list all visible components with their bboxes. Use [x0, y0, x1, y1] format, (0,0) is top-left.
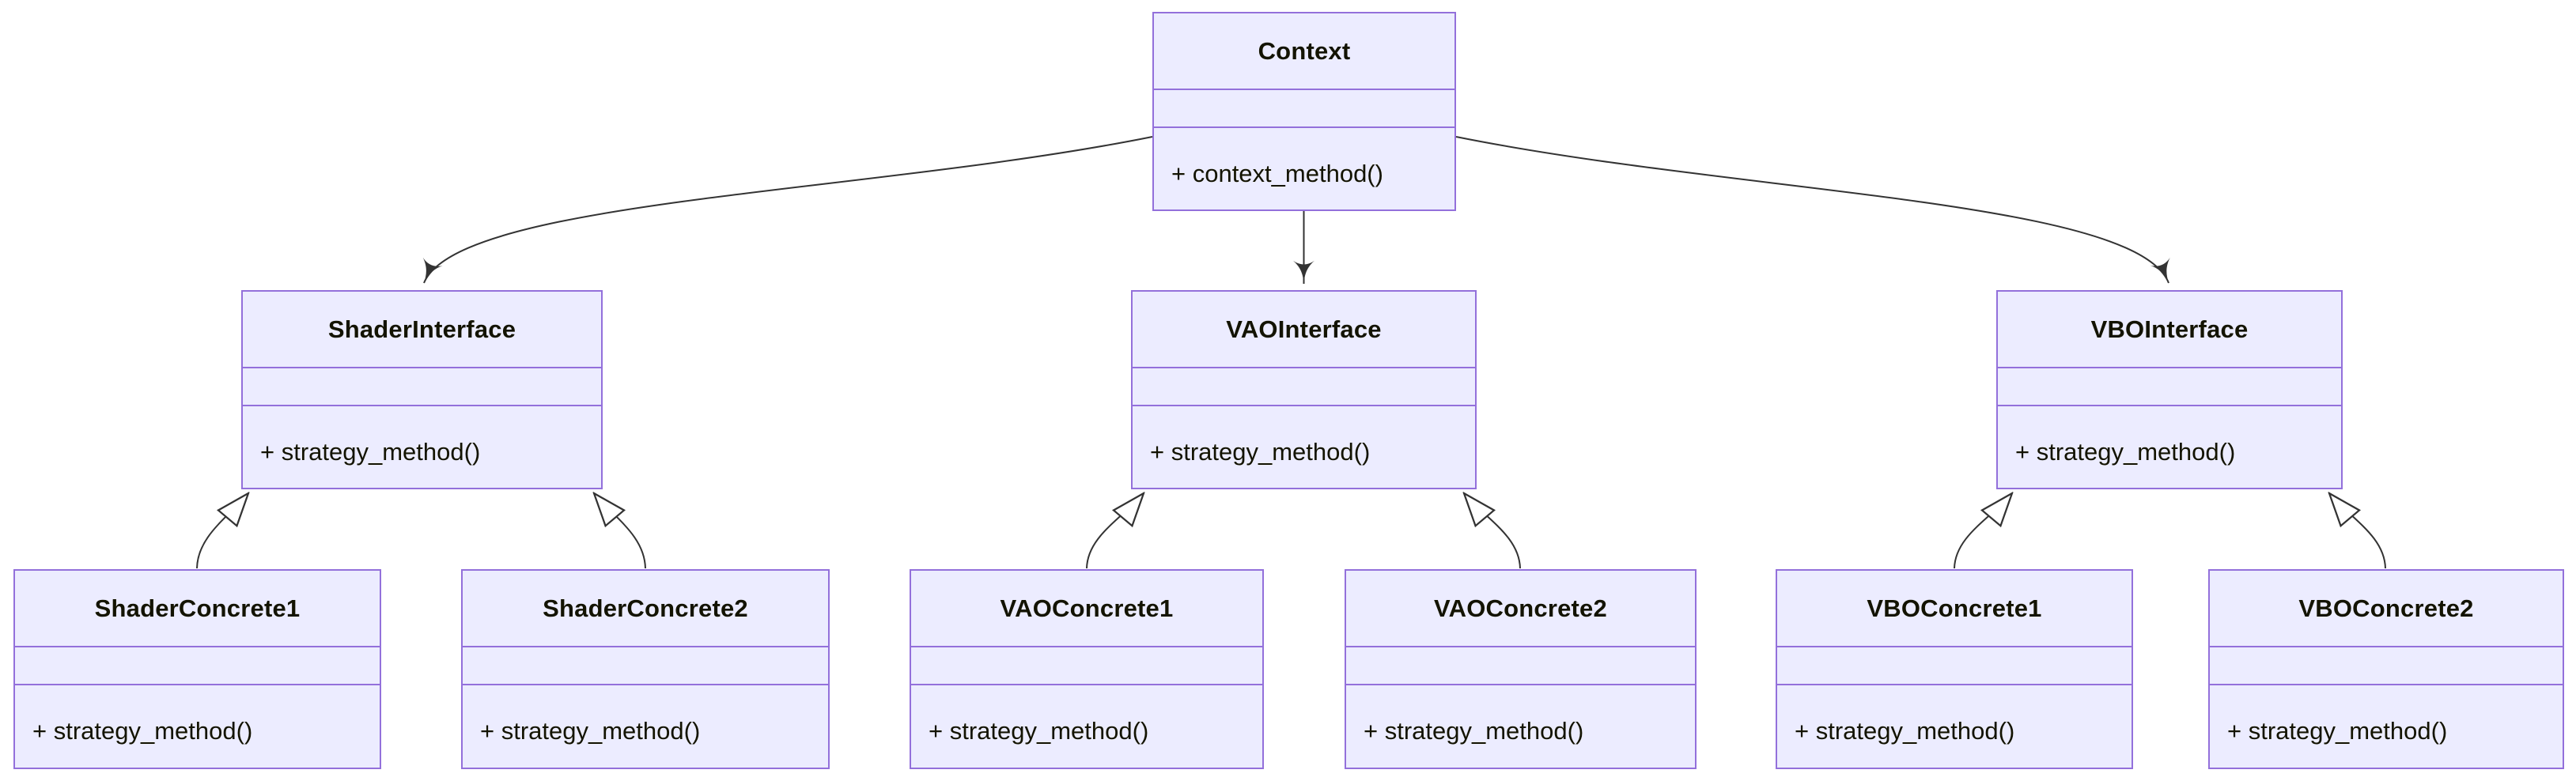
class-title: VAOConcrete1: [1000, 594, 1174, 622]
class-box-vboconcrete1: VBOConcrete1 + strategy_method(): [1776, 569, 2133, 769]
class-title: VAOInterface: [1226, 315, 1382, 343]
edge-vboconcrete2-to-vbointerface: [2329, 493, 2386, 569]
class-method: + context_method(): [1154, 126, 1454, 209]
edge-context-to-vbointerface: [1455, 136, 2170, 284]
class-attributes-compartment: [1346, 646, 1695, 684]
edge-shaderconcrete1-to-shaderinterface: [196, 493, 248, 569]
class-attributes-compartment: [2210, 646, 2563, 684]
class-method: + strategy_method(): [243, 405, 601, 488]
class-box-shaderconcrete2: ShaderConcrete2 + strategy_method(): [461, 569, 830, 769]
class-title: VAOConcrete2: [1434, 594, 1607, 622]
class-box-vboconcrete2: VBOConcrete2 + strategy_method(): [2208, 569, 2564, 769]
class-method: + strategy_method(): [1133, 405, 1475, 488]
class-attributes-compartment: [463, 646, 828, 684]
class-method: + strategy_method(): [2210, 684, 2563, 768]
edge-vboconcrete1-to-vbointerface: [1954, 493, 2012, 569]
class-method: + strategy_method(): [463, 684, 828, 768]
class-title: ShaderInterface: [327, 315, 516, 343]
edge-context-to-shaderinterface: [422, 136, 1153, 284]
class-attributes-compartment: [1133, 367, 1475, 405]
class-box-vaoconcrete1: VAOConcrete1 + strategy_method(): [910, 569, 1264, 769]
class-title: VBOConcrete2: [2298, 594, 2474, 622]
edge-vaoconcrete1-to-vaointerface: [1086, 493, 1144, 569]
class-attributes-compartment: [1998, 367, 2341, 405]
class-method: + strategy_method(): [15, 684, 380, 768]
class-method: + strategy_method(): [1777, 684, 2132, 768]
class-method: + strategy_method(): [1346, 684, 1695, 768]
class-title: Context: [1258, 36, 1351, 65]
class-title: VBOConcrete1: [1867, 594, 2042, 622]
class-attributes-compartment: [911, 646, 1262, 684]
edge-shaderconcrete2-to-shaderinterface: [594, 493, 646, 569]
class-attributes-compartment: [1777, 646, 2132, 684]
class-attributes-compartment: [1154, 89, 1454, 126]
class-box-vaoconcrete2: VAOConcrete2 + strategy_method(): [1345, 569, 1697, 769]
class-attributes-compartment: [243, 367, 601, 405]
class-attributes-compartment: [15, 646, 380, 684]
class-box-shaderconcrete1: ShaderConcrete1 + strategy_method(): [13, 569, 381, 769]
class-box-context: Context + context_method(): [1152, 12, 1456, 211]
class-box-shaderinterface: ShaderInterface + strategy_method(): [241, 290, 603, 489]
class-title: ShaderConcrete2: [543, 594, 748, 622]
edge-vaoconcrete2-to-vaointerface: [1464, 493, 1521, 569]
class-title: VBOInterface: [2090, 315, 2249, 343]
class-box-vaointerface: VAOInterface + strategy_method(): [1131, 290, 1477, 489]
class-box-vbointerface: VBOInterface + strategy_method(): [1996, 290, 2343, 489]
class-title: ShaderConcrete1: [94, 594, 301, 622]
class-method: + strategy_method(): [911, 684, 1262, 768]
class-method: + strategy_method(): [1998, 405, 2341, 488]
